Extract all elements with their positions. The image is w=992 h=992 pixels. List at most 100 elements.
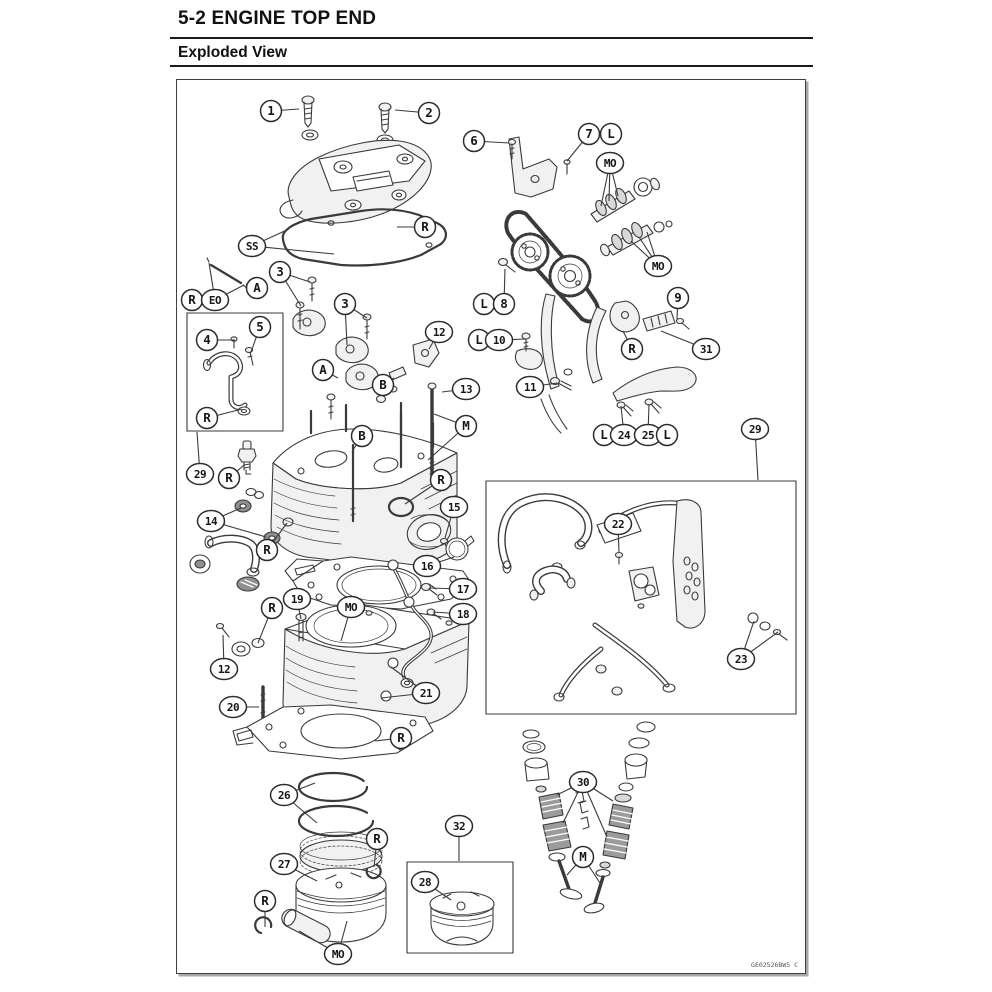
svg-text:MO: MO xyxy=(345,601,358,614)
valve-assemblies xyxy=(522,721,656,914)
head-gasket xyxy=(284,556,472,610)
svg-text:R: R xyxy=(225,470,233,485)
svg-text:A: A xyxy=(319,362,327,377)
chain-guard xyxy=(612,366,697,417)
callout-6: 6 xyxy=(462,129,486,153)
rocker-arms xyxy=(292,276,440,420)
callout-16: 16 xyxy=(412,554,442,578)
svg-text:MO: MO xyxy=(332,948,345,961)
callout-28: 28 xyxy=(410,870,440,894)
svg-text:3: 3 xyxy=(341,296,349,311)
svg-text:R: R xyxy=(421,219,429,234)
callout-mo: MO xyxy=(643,254,673,278)
svg-text:11: 11 xyxy=(524,381,537,394)
callout-25: 25 xyxy=(633,423,663,447)
valve-cover xyxy=(279,139,432,224)
svg-text:12: 12 xyxy=(218,663,230,676)
callout-19: 19 xyxy=(282,587,312,611)
water-pipe-fitting xyxy=(215,622,265,657)
svg-text:12: 12 xyxy=(433,326,445,339)
svg-text:L: L xyxy=(480,296,488,311)
svg-text:27: 27 xyxy=(278,858,290,871)
callout-r: R xyxy=(620,337,644,361)
callout-18: 18 xyxy=(448,602,478,626)
callout-m: M xyxy=(454,414,478,438)
svg-text:32: 32 xyxy=(453,820,465,833)
oil-pipe-assembly-box xyxy=(485,480,797,715)
svg-text:R: R xyxy=(628,341,636,356)
piston-rings xyxy=(297,771,383,877)
svg-text:26: 26 xyxy=(278,789,291,802)
svg-text:R: R xyxy=(261,893,269,908)
callout-2: 2 xyxy=(417,101,441,125)
svg-text:6: 6 xyxy=(470,133,478,148)
section-subtitle: Exploded View xyxy=(178,44,288,61)
callout-20: 20 xyxy=(218,695,248,719)
svg-text:L: L xyxy=(475,332,483,347)
spark-plug xyxy=(237,440,257,497)
camshaft-intake xyxy=(600,220,673,257)
callout-11: 11 xyxy=(515,375,545,399)
callout-13: 13 xyxy=(451,377,481,401)
svg-text:5: 5 xyxy=(256,319,264,334)
svg-text:1: 1 xyxy=(267,103,275,118)
svg-text:21: 21 xyxy=(420,687,433,700)
callout-29: 29 xyxy=(185,462,215,486)
svg-text:R: R xyxy=(437,472,445,487)
svg-text:L: L xyxy=(607,126,615,141)
svg-text:20: 20 xyxy=(227,701,239,714)
callout-r: R xyxy=(413,215,437,239)
callout-17: 17 xyxy=(448,577,478,601)
svg-text:14: 14 xyxy=(205,515,218,528)
callout-5: 5 xyxy=(248,315,272,339)
callout-m: M xyxy=(571,845,595,869)
svg-text:2: 2 xyxy=(425,105,433,120)
camshaft-exhaust xyxy=(590,177,660,223)
callout-3: 3 xyxy=(268,260,292,284)
figure-code: GE02526BW5 C xyxy=(751,961,798,969)
svg-text:29: 29 xyxy=(749,423,761,436)
svg-text:16: 16 xyxy=(421,560,434,573)
cover-gasket xyxy=(281,208,447,267)
callout-9: 9 xyxy=(666,286,690,310)
svg-text:18: 18 xyxy=(457,608,469,621)
svg-text:B: B xyxy=(358,428,366,443)
callout-27: 27 xyxy=(269,852,299,876)
svg-text:7: 7 xyxy=(585,126,593,141)
svg-text:15: 15 xyxy=(448,501,460,514)
svg-text:R: R xyxy=(263,542,271,557)
optional-piston-box xyxy=(406,861,514,954)
callout-r: R xyxy=(253,889,277,913)
svg-text:30: 30 xyxy=(577,776,589,789)
svg-text:31: 31 xyxy=(700,343,713,356)
svg-text:22: 22 xyxy=(612,518,624,531)
callout-12: 12 xyxy=(209,657,239,681)
callout-22: 22 xyxy=(603,512,633,536)
external-oil-pipe xyxy=(387,559,442,689)
svg-text:MO: MO xyxy=(604,157,617,170)
svg-text:A: A xyxy=(253,280,261,295)
svg-text:SS: SS xyxy=(246,240,258,253)
svg-text:M: M xyxy=(462,418,470,433)
callout-15: 15 xyxy=(439,495,469,519)
chain-tensioner xyxy=(609,300,690,333)
callout-r: R xyxy=(389,726,413,750)
callout-l: L xyxy=(472,292,496,316)
svg-text:L: L xyxy=(600,427,608,442)
callout-a: A xyxy=(311,358,335,382)
svg-text:3: 3 xyxy=(276,264,284,279)
page-title: 5-2 ENGINE TOP END xyxy=(178,8,377,29)
callout-3: 3 xyxy=(333,292,357,316)
chain-guides xyxy=(514,293,607,434)
cam-chain xyxy=(504,210,601,324)
svg-text:L: L xyxy=(663,427,671,442)
svg-text:25: 25 xyxy=(642,429,654,442)
cover-bolt-1 xyxy=(301,95,319,141)
callout-a: A xyxy=(245,276,269,300)
callout-r: R xyxy=(180,288,204,312)
callout-30: 30 xyxy=(568,770,598,794)
svg-text:R: R xyxy=(188,292,196,307)
small-bolts-upper xyxy=(497,257,573,391)
